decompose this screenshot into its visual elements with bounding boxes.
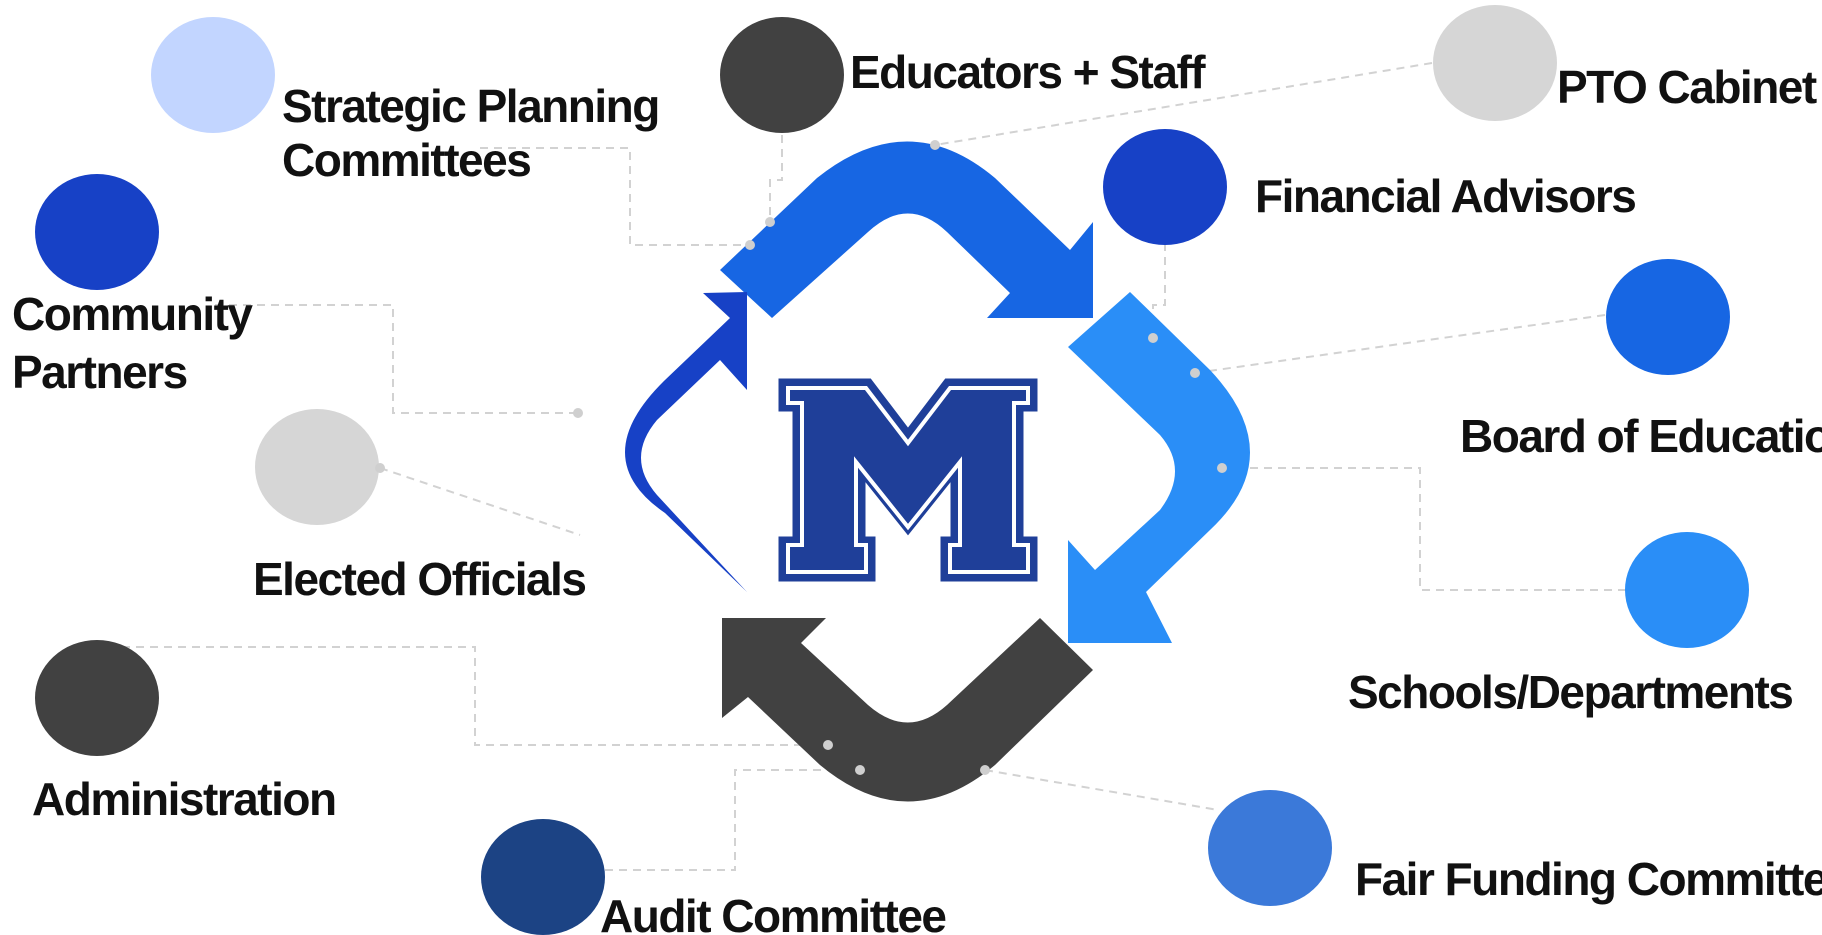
dot-schools-departments (1217, 463, 1227, 473)
connector-board-of-education (1194, 314, 1606, 374)
cycle-arrow-bottom (722, 618, 1093, 802)
label-schools-departments: Schools/Departments (1348, 666, 1792, 718)
label-elected-officials: Elected Officials (253, 553, 585, 605)
label-community-partners-line-1: Community (12, 288, 253, 340)
dot-fair-funding (980, 765, 990, 775)
dot-community-partners (573, 408, 583, 418)
connector-dots (375, 140, 1227, 775)
connectors (122, 62, 1625, 871)
logo-outer (778, 378, 1038, 582)
label-community-partners: Community Partners (12, 288, 263, 398)
dot-strategic-planning (745, 240, 755, 250)
circle-board-of-education (1606, 259, 1730, 375)
connector-community-partners (215, 304, 578, 414)
label-community-partners-line-2: Partners (12, 346, 187, 398)
label-educators-staff: Educators + Staff (850, 46, 1206, 98)
circle-audit-committee (481, 819, 605, 935)
circle-pto-cabinet (1433, 5, 1557, 121)
circle-fair-funding (1208, 790, 1332, 906)
connector-educators-staff (769, 135, 783, 222)
label-pto-cabinet: PTO Cabinet (1557, 61, 1817, 113)
label-audit-committee: Audit Committee (600, 890, 946, 935)
connector-fair-funding (984, 769, 1219, 811)
connector-elected-officials (379, 467, 581, 536)
logo-letter: M (0, 0, 1, 1)
stakeholder-labels: Strategic Planning Committees Educators … (12, 46, 1822, 935)
cycle-arrow-top (720, 141, 1093, 318)
dot-administration (823, 740, 833, 750)
connector-audit-committee (605, 769, 860, 871)
dot-financial-advisors (1148, 333, 1158, 343)
logo-outline (786, 386, 1030, 574)
circle-financial-advisors (1103, 129, 1227, 245)
label-fair-funding: Fair Funding Committee (1355, 853, 1822, 905)
label-strategic-planning: Strategic Planning Committees (282, 80, 670, 186)
label-strategic-planning-line-1: Strategic Planning (282, 80, 659, 132)
circle-elected-officials (255, 409, 379, 525)
dot-educators-staff (765, 217, 775, 227)
connector-schools-departments (1222, 467, 1625, 591)
cycle-arrow-left (625, 292, 747, 592)
circle-strategic-planning (151, 17, 275, 133)
cycle-arrow-right (1068, 292, 1250, 643)
circle-community-partners (35, 174, 159, 290)
dot-elected-officials (375, 463, 385, 473)
label-administration: Administration (32, 773, 336, 825)
dot-audit-committee (855, 765, 865, 775)
label-financial-advisors: Financial Advisors (1255, 170, 1635, 222)
cycle-arrows (625, 141, 1250, 802)
label-strategic-planning-line-2: Committees (282, 134, 530, 186)
circle-administration (35, 640, 159, 756)
center-logo: M (0, 0, 1038, 582)
dot-pto-cabinet (930, 140, 940, 150)
connector-strategic-planning (480, 147, 755, 246)
stakeholder-circles (35, 5, 1749, 935)
circle-schools-departments (1625, 532, 1749, 648)
circle-educators-staff (720, 17, 844, 133)
dot-board-of-education (1190, 368, 1200, 378)
label-board-of-education: Board of Education (1460, 410, 1822, 462)
